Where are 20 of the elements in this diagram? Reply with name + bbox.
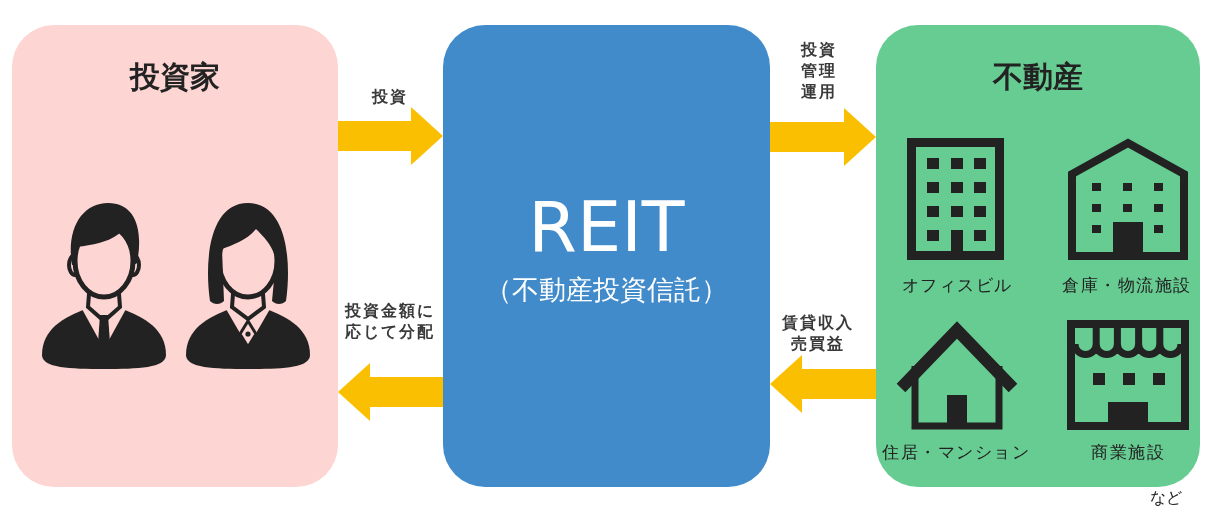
edge-label: 賃貸収入売買益: [781, 312, 855, 354]
rounded-panel: [443, 25, 770, 487]
rounded-panel: [876, 25, 1200, 487]
edge-label: 投資管理運用: [799, 39, 838, 102]
panel-title: 不動産: [993, 59, 1083, 95]
block-arrow: [770, 355, 876, 413]
note-text: など: [1150, 488, 1182, 508]
panel-subtitle: （不動産投資信託）: [485, 273, 728, 307]
rounded-panel: [12, 25, 338, 487]
icon-caption: オフィスビル: [901, 274, 1013, 296]
block-arrow: [338, 107, 443, 165]
edge-label: 投資: [370, 86, 409, 107]
edge-label: 投資金額に応じて分配: [343, 300, 436, 342]
block-arrow: [338, 363, 443, 421]
panel-title: REIT: [528, 187, 685, 267]
panel-title: 投資家: [130, 59, 220, 95]
icon-caption: 住居・マンション: [882, 441, 1030, 463]
icon-caption: 商業施設: [1091, 441, 1165, 463]
icon-caption: 倉庫・物流施設: [1062, 274, 1192, 296]
block-arrow: [770, 108, 876, 166]
